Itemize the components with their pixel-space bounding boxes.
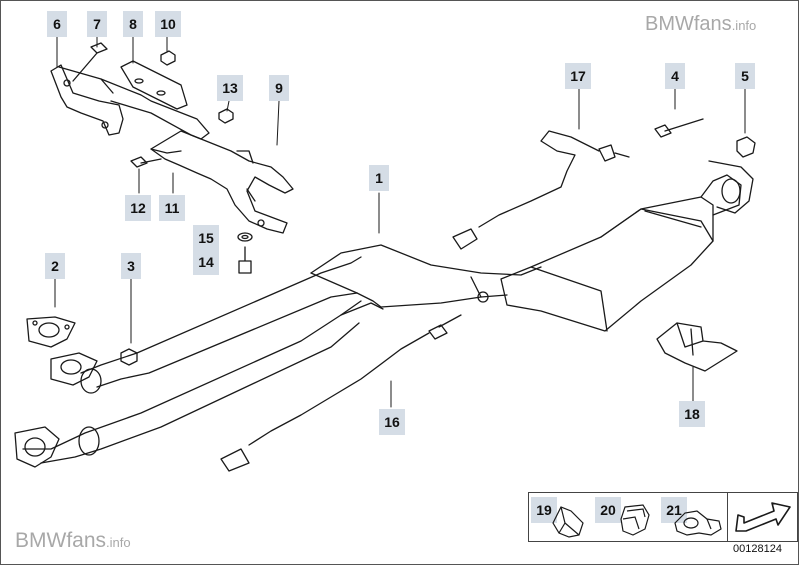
watermark-bottom-suffix: .info (106, 535, 131, 550)
callout-part-9[interactable]: 9 (269, 75, 289, 101)
callout-part-19[interactable]: 19 (531, 497, 557, 523)
y-pipe (310, 244, 542, 276)
oxygen-sensor-16 (428, 314, 462, 340)
callout-part-15[interactable]: 15 (193, 225, 219, 251)
watermark-top-main: BMWfans (645, 13, 732, 35)
watermark-top-suffix: .info (731, 18, 757, 33)
watermark-top: BMWfans.info (645, 13, 756, 36)
callout-part-5[interactable]: 5 (735, 63, 755, 89)
bolt-4 (654, 118, 704, 138)
callout-part-12[interactable]: 12 (125, 195, 151, 221)
callout-part-18[interactable]: 18 (679, 401, 705, 427)
callout-part-6[interactable]: 6 (47, 11, 67, 37)
washer-15 (237, 232, 253, 242)
callout-part-16[interactable]: 16 (379, 409, 405, 435)
callout-part-20[interactable]: 20 (595, 497, 621, 523)
callout-part-10[interactable]: 10 (155, 11, 181, 37)
callout-part-1[interactable]: 1 (369, 165, 389, 191)
callout-part-13[interactable]: 13 (217, 75, 243, 101)
bolt-14 (238, 246, 252, 274)
outlet-flange (708, 160, 754, 214)
diagram-id: 00128124 (733, 543, 782, 555)
callout-part-4[interactable]: 4 (665, 63, 685, 89)
clamp-bracket-18 (656, 322, 738, 372)
next-page-button[interactable] (727, 493, 798, 541)
callout-part-11[interactable]: 11 (159, 195, 185, 221)
related-part-21[interactable]: 21 (659, 493, 727, 541)
callout-part-21[interactable]: 21 (661, 497, 687, 523)
hose-clamp-icon (620, 504, 650, 536)
watermark-bottom-main: BMWfans (15, 529, 107, 552)
callout-part-7[interactable]: 7 (87, 11, 107, 37)
callout-part-2[interactable]: 2 (45, 253, 65, 279)
nut-3 (120, 348, 138, 366)
bracket-6 (50, 64, 124, 136)
callout-part-3[interactable]: 3 (121, 253, 141, 279)
callout-part-17[interactable]: 17 (565, 63, 591, 89)
nut-5 (736, 136, 756, 158)
hanger-9 (150, 130, 294, 234)
bolt-12 (130, 156, 162, 168)
related-parts-box: 19 20 21 (528, 492, 798, 542)
bolt-7 (72, 42, 108, 82)
clamp-bracket-icon (674, 510, 722, 536)
gasket-2b (50, 352, 98, 386)
related-part-20[interactable]: 20 (593, 493, 659, 541)
watermark-bottom: BMWfans.info (15, 529, 131, 553)
flange-lower (14, 426, 60, 468)
next-page-arrow-icon (735, 502, 791, 532)
related-part-19[interactable]: 19 (529, 493, 593, 541)
callout-part-14[interactable]: 14 (193, 249, 219, 275)
nut-10 (160, 50, 176, 66)
front-pipe-upper (80, 256, 362, 374)
nut-13 (218, 108, 234, 124)
gasket-2a (26, 316, 76, 348)
clip-icon (552, 506, 584, 538)
oxygen-sensor-17 (598, 144, 630, 162)
callout-part-8[interactable]: 8 (123, 11, 143, 37)
